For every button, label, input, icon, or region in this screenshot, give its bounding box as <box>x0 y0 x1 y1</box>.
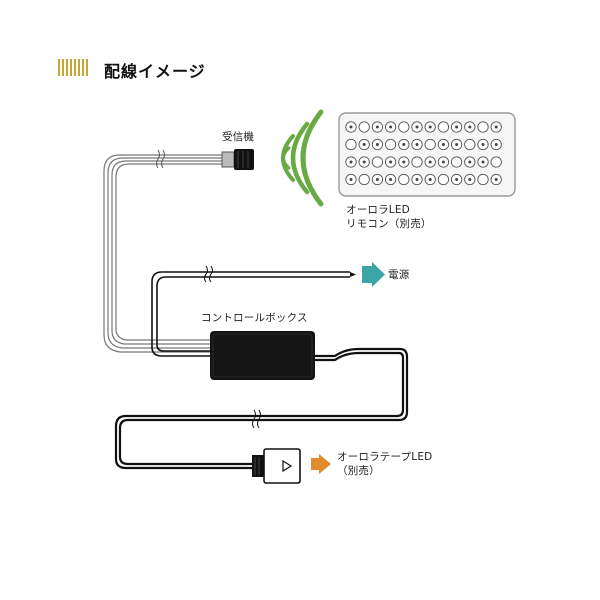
signal-waves-icon <box>281 109 324 207</box>
remote-button <box>490 156 502 168</box>
remote-button-glyph <box>402 160 406 164</box>
remote-button-glyph <box>362 143 366 146</box>
remote-button <box>345 138 357 151</box>
remote-button <box>437 121 450 133</box>
remote-button-glyph <box>455 178 459 181</box>
remote-button <box>437 173 450 186</box>
remote-label-line1: オーロラLED <box>346 204 410 216</box>
remote-button <box>398 121 410 133</box>
led-label-line1: オーロラテープLED <box>337 451 433 463</box>
title-accent-stripes <box>58 59 90 76</box>
remote-button <box>371 156 384 168</box>
remote-button-glyph <box>375 125 379 129</box>
remote-button-glyph <box>481 143 485 146</box>
remote-button-glyph <box>494 143 498 146</box>
remote-control <box>338 112 516 197</box>
remote-button-glyph <box>441 160 445 164</box>
remote-button-glyph <box>375 143 379 146</box>
remote-button-glyph <box>415 125 419 129</box>
receiver-cable <box>103 154 226 353</box>
remote-button-glyph <box>415 143 419 146</box>
led-cable <box>114 347 409 470</box>
control-box <box>210 331 315 380</box>
remote-button <box>384 138 397 151</box>
remote-button-glyph <box>468 160 472 164</box>
control-box-label: コントロールボックス <box>201 312 308 324</box>
remote-button <box>477 121 489 133</box>
remote-button-grid <box>345 121 502 186</box>
remote-button-glyph <box>455 125 459 129</box>
remote-button <box>477 173 489 186</box>
receiver-connector <box>221 149 254 170</box>
remote-button-glyph <box>415 178 419 181</box>
remote-button <box>411 156 423 168</box>
remote-button-glyph <box>349 178 353 181</box>
remote-button <box>424 138 436 151</box>
page-title: 配線イメージ <box>104 62 206 81</box>
remote-button <box>398 173 410 186</box>
remote-button-glyph <box>375 178 379 181</box>
led-arrow-icon <box>311 454 331 474</box>
power-label: 電源 <box>388 269 410 281</box>
led-connector <box>252 448 301 484</box>
remote-label-line2: リモコン（別売） <box>346 218 432 230</box>
remote-button-glyph <box>402 143 406 146</box>
remote-button <box>358 121 370 133</box>
power-cable-end <box>350 272 356 277</box>
remote-button-glyph <box>428 160 432 164</box>
remote-button-glyph <box>428 125 432 129</box>
receiver-cable-break <box>156 149 165 169</box>
receiver-label: 受信機 <box>222 131 255 143</box>
remote-button-glyph <box>455 143 459 146</box>
remote-button-glyph <box>389 178 393 181</box>
power-arrow-icon <box>362 262 385 287</box>
remote-button-glyph <box>389 160 393 164</box>
remote-button <box>450 156 463 168</box>
remote-button-glyph <box>468 178 472 181</box>
remote-button <box>464 138 476 151</box>
remote-button-glyph <box>494 125 498 129</box>
led-cable-break <box>252 409 261 429</box>
remote-button-glyph <box>349 125 353 129</box>
remote-button-glyph <box>362 160 366 164</box>
remote-button-glyph <box>481 160 485 164</box>
power-cable <box>151 271 350 357</box>
remote-button-glyph <box>441 143 445 146</box>
remote-button-glyph <box>428 178 432 181</box>
remote-button-glyph <box>468 125 472 129</box>
power-cable-break <box>204 265 213 283</box>
remote-button-glyph <box>389 125 393 129</box>
remote-button-glyph <box>349 160 353 164</box>
led-label-line2: （別売） <box>337 465 380 477</box>
remote-button-glyph <box>494 178 498 181</box>
remote-button <box>358 173 370 186</box>
